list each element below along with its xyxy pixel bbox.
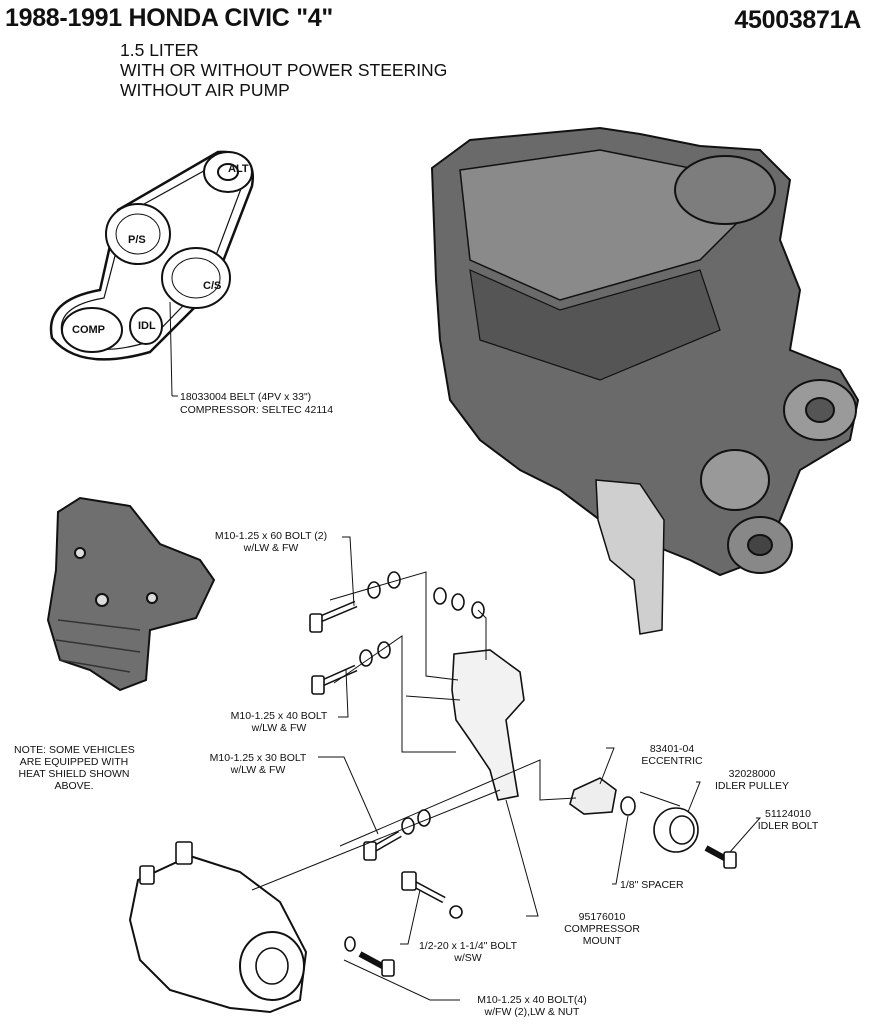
idl-pulley xyxy=(129,307,163,345)
heat-shield-note: NOTE: SOME VEHICLES ARE EQUIPPED WITH HE… xyxy=(14,744,135,792)
subtitle-line-2: WITH OR WITHOUT POWER STEERING xyxy=(120,60,448,80)
callout-spacer: 1/8" SPACER xyxy=(620,879,684,891)
pulley-label-comp: COMP xyxy=(72,324,105,336)
belt-routing-diagram xyxy=(49,150,255,397)
callout-bolt-60: M10-1.25 x 60 BOLT (2)w/LW & FW xyxy=(214,530,328,554)
cs-pulley xyxy=(161,247,231,309)
subtitle-line-3: WITHOUT AIR PUMP xyxy=(120,80,290,100)
hardware-exploded-view xyxy=(128,571,737,1014)
belt-part-label: 18033004 BELT (4PV x 33") xyxy=(180,391,312,403)
compressor-model-label: COMPRESSOR: SELTEC 42114 xyxy=(180,404,334,416)
heat-shield-illustration xyxy=(46,496,216,692)
pulley-label-cs: C/S xyxy=(203,280,222,292)
subtitle-line-1: 1.5 LITER xyxy=(120,40,199,60)
callout-bolt-40-4: M10-1.25 x 40 BOLT(4)w/FW (2),LW & NUT xyxy=(477,994,587,1018)
ps-pulley xyxy=(105,203,171,265)
pulley-label-idl: IDL xyxy=(138,320,156,332)
leader-lines xyxy=(251,536,762,1001)
comp-pulley xyxy=(61,307,123,353)
page-title: 1988-1991 HONDA CIVIC "4" xyxy=(5,4,333,32)
engine-illustration xyxy=(430,126,860,635)
pulley-label-alt: ALT xyxy=(228,163,249,175)
part-number: 45003871A xyxy=(734,6,861,34)
pulley-label-ps: P/S xyxy=(128,234,146,246)
